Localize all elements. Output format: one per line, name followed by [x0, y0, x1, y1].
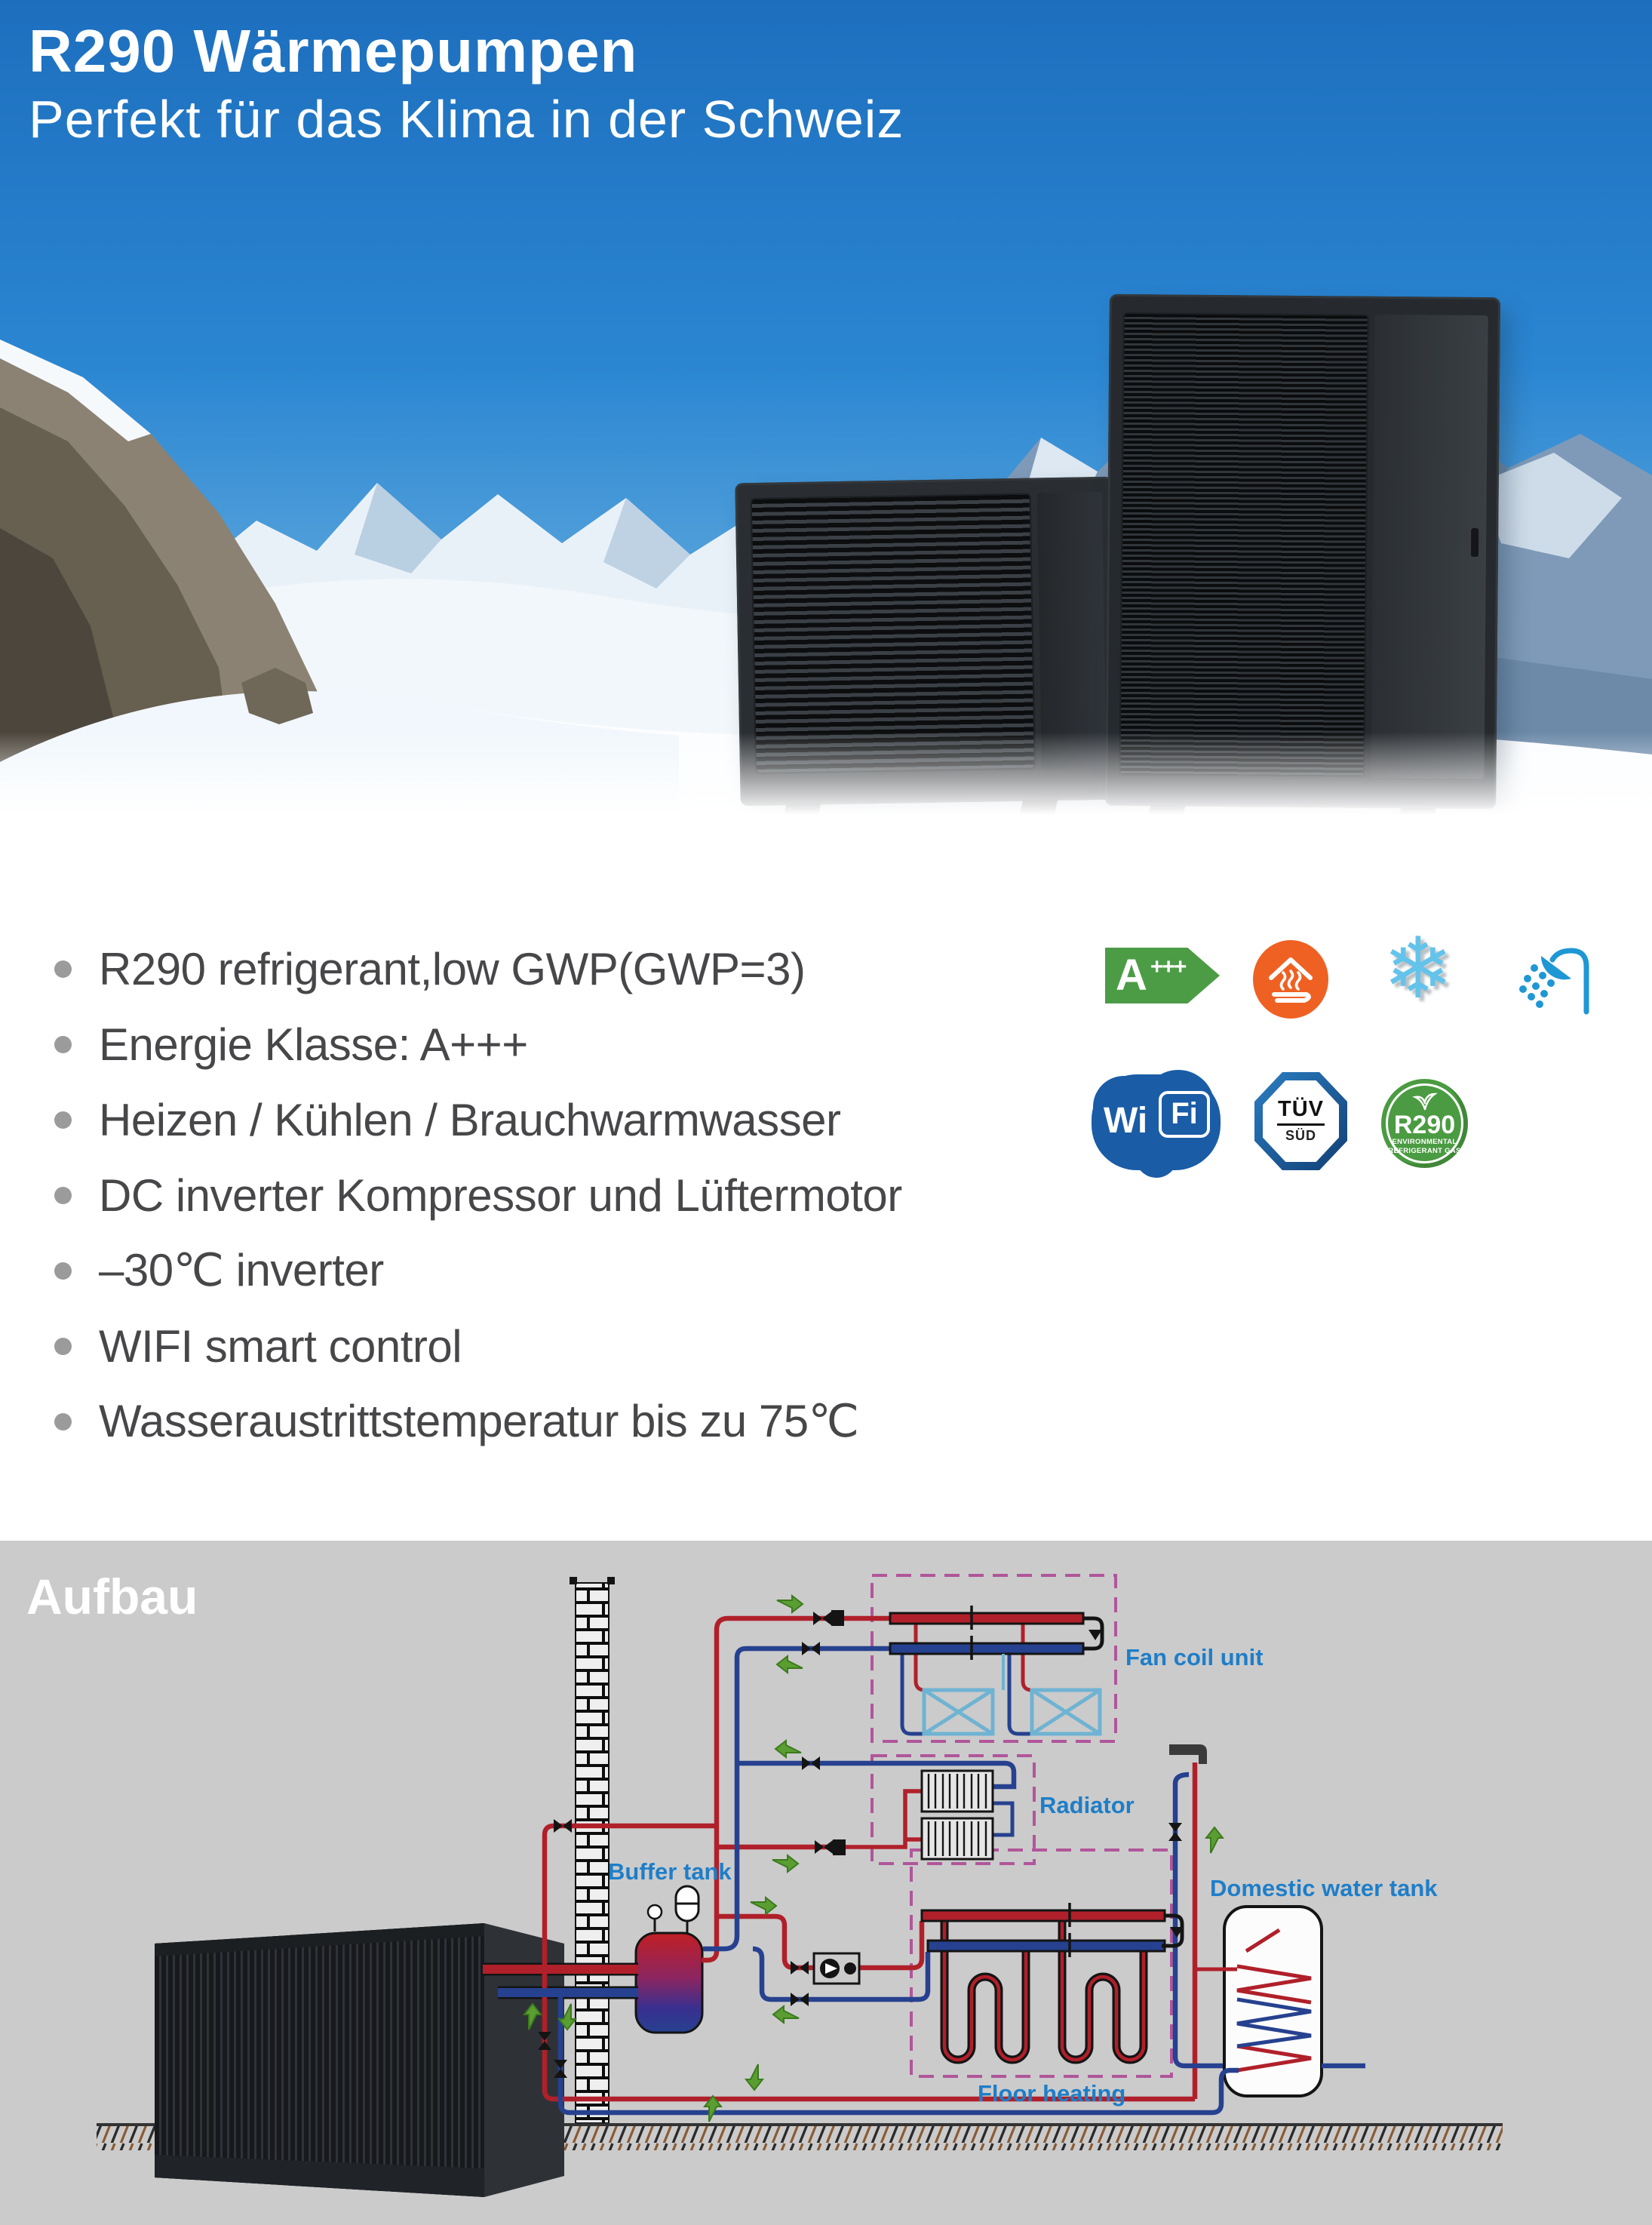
- energy-letter: A: [1116, 951, 1147, 1000]
- red-headers: [889, 1612, 1166, 1922]
- foreground-rock: [241, 668, 313, 724]
- brick-chimney: [570, 1577, 615, 2124]
- label-floor-heating: Floor heating: [978, 2080, 1125, 2107]
- feature-text: Heizen / Kühlen / Brauchwarmwasser: [99, 1094, 841, 1145]
- shower-hot-water-icon: [1519, 948, 1589, 1015]
- heat-pump-side-panel: [1371, 314, 1488, 779]
- water-drops: [1519, 964, 1555, 1008]
- energy-plus: +++: [1150, 954, 1187, 979]
- tuv-sued-badge-icon: TÜV SÜD: [1254, 1072, 1347, 1170]
- feature-item: WIFI smart control: [54, 1316, 462, 1376]
- features-section: R290 refrigerant,low GWP(GWP=3) Energie …: [0, 815, 1652, 1541]
- feature-text: Wasseraustrittstemperatur bis zu 75℃: [99, 1396, 859, 1446]
- buffer-tank: [634, 1885, 704, 2034]
- label-buffer-tank: Buffer tank: [608, 1858, 732, 1885]
- feature-text: R290 refrigerant,low GWP(GWP=3): [99, 943, 806, 994]
- hot-water-faucet: [1169, 1744, 1207, 1764]
- wifi-cloud: [1092, 1074, 1221, 1170]
- heat-pump-side-panel: [1036, 491, 1107, 770]
- radiator-box: [871, 1754, 1036, 1865]
- floor-heating-icon: [1253, 940, 1328, 1019]
- fan-coil-heat-exchangers: [922, 1654, 1102, 1736]
- zone-boxes: [871, 1574, 1173, 2078]
- shower-head: [1540, 956, 1571, 980]
- r290-sub1: ENVIRONMENTAL: [1392, 1138, 1457, 1147]
- feature-item: –30℃ inverter: [54, 1240, 384, 1301]
- feature-text: WIFI smart control: [99, 1320, 462, 1372]
- feature-item: R290 refrigerant,low GWP(GWP=3): [54, 939, 806, 999]
- feature-text: Energie Klasse: A+++: [99, 1019, 528, 1070]
- r290-refrigerant-badge-icon: R290 ENVIRONMENTAL REFRIGERANT GAS: [1381, 1079, 1468, 1168]
- tuv-inner: TÜV SÜD: [1263, 1080, 1339, 1162]
- snowflake-cooling-icon: ❄: [1383, 920, 1454, 1018]
- r290-sub2: REFRIGERANT GAS: [1388, 1147, 1461, 1155]
- wifi-fi-text: Fi: [1159, 1091, 1210, 1138]
- bullet-dot: [54, 1412, 72, 1431]
- radiator-fins: [920, 1769, 994, 1861]
- sued-text: SÜD: [1285, 1128, 1316, 1143]
- photo-fade: [0, 732, 1652, 815]
- feature-item: Heizen / Kühlen / Brauchwarmwasser: [54, 1089, 841, 1150]
- fan-coil-box: [871, 1574, 1117, 1743]
- hero-photo: R290 Wärmepumpen Perfekt für das Klima i…: [0, 0, 1652, 815]
- door-handle: [1470, 528, 1479, 558]
- blue-pipes: [498, 1646, 1365, 2116]
- system-schematic: Fan coil unit Radiator Buffer tank Domes…: [97, 1574, 1503, 2197]
- circulation-pump: [812, 1952, 861, 1985]
- feature-text: DC inverter Kompressor und Lüftermotor: [99, 1169, 902, 1221]
- r290-ring: R290 ENVIRONMENTAL REFRIGERANT GAS: [1386, 1083, 1463, 1163]
- r290-code: R290: [1393, 1111, 1456, 1140]
- diagram-labels: Fan coil unit Radiator Buffer tank Domes…: [608, 1644, 1438, 2107]
- page-subtitle: Perfekt für das Klima in der Schweiz: [29, 90, 904, 149]
- label-radiator: Radiator: [1039, 1792, 1135, 1818]
- bullet-dot: [54, 1186, 72, 1204]
- wifi-logo-icon: Wi Fi: [1092, 1070, 1221, 1178]
- feature-item: Energie Klasse: A+++: [54, 1014, 528, 1074]
- aufbau-section: Aufbau: [0, 1541, 1652, 2225]
- bullet-dot: [54, 1111, 72, 1129]
- label-domestic-water-tank: Domestic water tank: [1210, 1875, 1438, 1901]
- bullet-dot: [54, 1262, 72, 1280]
- feature-text: –30℃ inverter: [99, 1245, 384, 1295]
- feature-item: Wasseraustrittstemperatur bis zu 75℃: [54, 1391, 859, 1452]
- bullet-dot: [54, 1035, 72, 1053]
- red-pipes: [483, 1615, 1312, 2102]
- tuv-rule: [1277, 1123, 1325, 1126]
- feature-item: DC inverter Kompressor und Lüftermotor: [54, 1165, 902, 1225]
- heat-pump-grille: [1119, 312, 1369, 778]
- energy-class-a-plus-icon: A +++: [1105, 948, 1220, 1003]
- floor-heating-box: [910, 1849, 1173, 2078]
- bullet-dot: [54, 1337, 72, 1355]
- label-fan-coil-unit: Fan coil unit: [1125, 1644, 1264, 1670]
- wifi-wi-text: Wi: [1104, 1101, 1148, 1141]
- page-title: R290 Wärmepumpen: [29, 17, 638, 85]
- leaf-icon: [1411, 1093, 1438, 1111]
- tuv-text: TÜV: [1278, 1097, 1324, 1121]
- section-title: Aufbau: [26, 1569, 198, 1624]
- fittings-valves: [538, 1606, 1207, 2078]
- bullet-dot: [54, 960, 72, 978]
